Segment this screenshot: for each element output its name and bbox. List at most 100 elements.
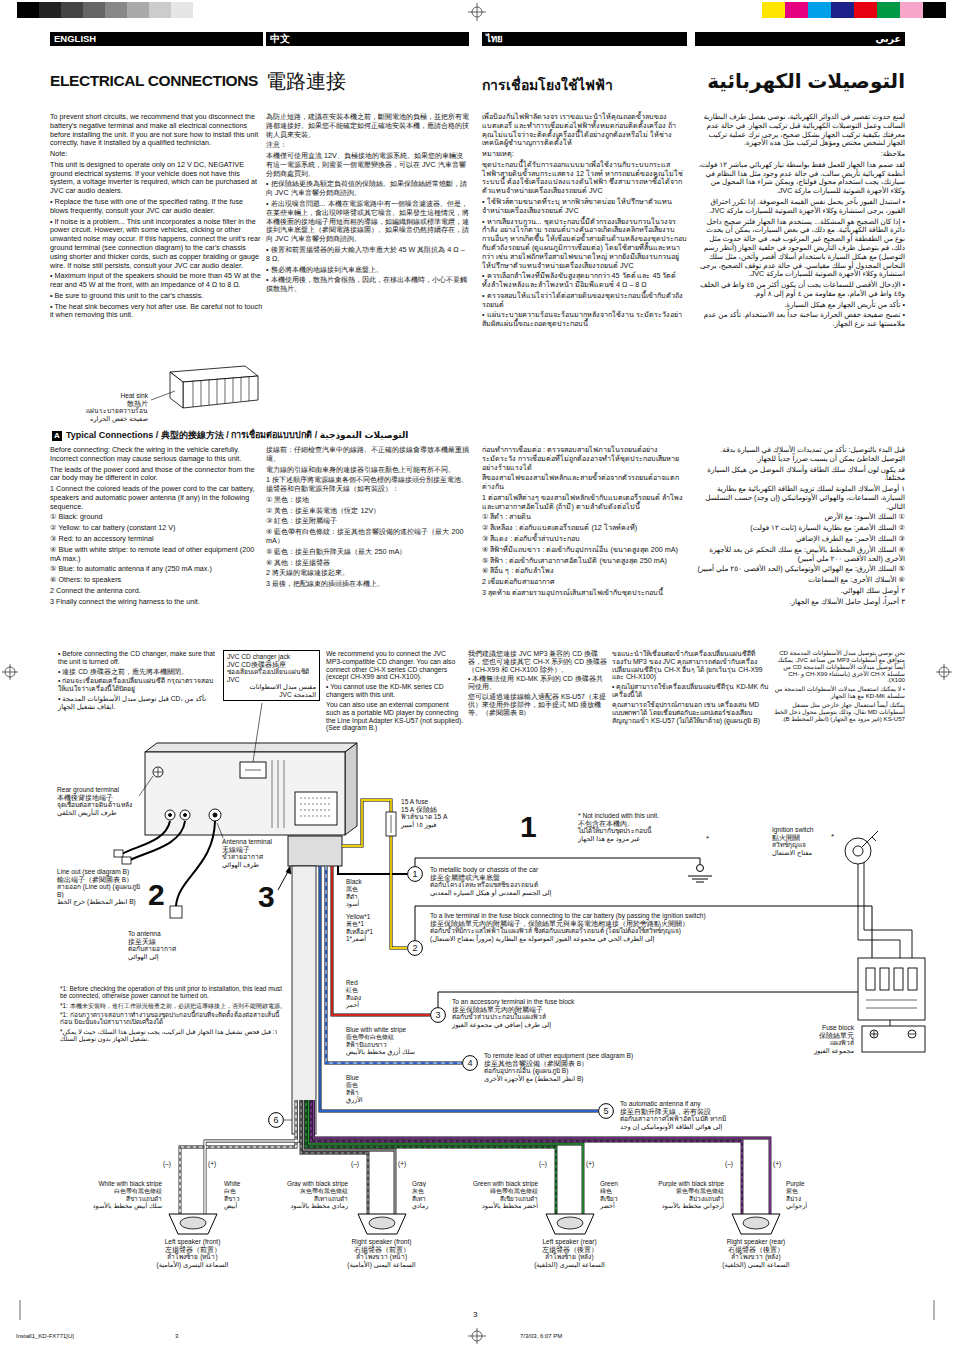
node-text: السماعة اليسرى (الأمامية) <box>151 1261 235 1269</box>
callout-box: JVC CD changer jackJVC CD換碟器插座ช่องเสียบเ… <box>223 650 320 701</box>
text-block: 3 <box>175 1333 178 1340</box>
wire-label: Gray <box>412 1180 456 1187</box>
wire-label: สีฟ้า <box>346 1089 426 1096</box>
callout-circle: 2 <box>407 940 423 956</box>
polarity-mark: (–) <box>351 1160 359 1168</box>
polarity-mark: (–) <box>163 1160 171 1168</box>
body-text: ④ Blue with white stripe: to remote lead… <box>50 546 263 564</box>
text-block: 3 <box>258 880 278 913</box>
page-title: ELECTRICAL CONNECTIONS <box>50 72 258 89</box>
wire-label: أرجواني مخطط بالأسود <box>640 1202 724 1209</box>
node-text: السماعة اليمنى (الخلفية) <box>714 1261 798 1269</box>
part-label: ฟิวส์ขนาด 15 A <box>401 813 476 821</box>
node-text: ลำโพงขวา (หน้า) <box>340 1253 424 1261</box>
note-text: ขอแนะนำให้เชื่อมต่อเข้ากับเครื่องเปลี่ยน… <box>612 650 768 681</box>
wire-label: إلى هوائي الطاقة الأوتوماتيكي إن وجد <box>620 1123 820 1131</box>
note-text: • Before connecting the CD changer, make… <box>58 650 218 666</box>
part-label: 輸出端子（參閱圖表 B） <box>57 876 145 884</box>
wire-label: Blue with white stripe <box>346 1026 456 1033</box>
polarity-mark: (+) <box>208 1160 216 1168</box>
note-text: • You cannot use the KD-MK series CD cha… <box>326 683 464 699</box>
body-text: This unit is designed to operate only on… <box>50 161 263 196</box>
node-text: Right speaker (rear) <box>714 1238 798 1246</box>
body-text: 1 按下述順序將電源線束各個不同色標的導線接頭分別接至電池、揚聲器和自動電源升降… <box>266 476 469 494</box>
body-text: 為防止短路，建議在安裝本機之前，斷開電池的負極，並把所有電路都連接好。如果您不能… <box>266 113 469 139</box>
head-unit-rear <box>139 703 357 840</box>
wire-label: Blue <box>346 1074 426 1081</box>
text-block: Antenna terminal天線端子ขั้วสายอากาศطرف الهو… <box>222 838 286 868</box>
body-text: • 把保險絲更換為額定負荷值的保險絲。如果保險絲經常燒斷，請向 JVC 汽車音響… <box>266 180 469 198</box>
body-text: لقد صمم هذا الجهاز للعمل فقط بواسطة تيار… <box>695 161 905 196</box>
language-header: ENGLISH <box>50 32 263 46</box>
footnote: *١: قبل فحص تشغيل هذا الجهاز قبل التركيب… <box>60 1028 288 1043</box>
note-text: คุณสามารถใช้อุปกรณ์ภายนอก เช่น เครื่องเล… <box>612 701 768 724</box>
body-text: • Replace the fuse with one of the speci… <box>50 198 263 216</box>
wire-label: ต่อกับเสาอากาศไฟฟ้าอัตโนมัติ หากมี <box>620 1115 820 1123</box>
body-text: ③ 紅色：接至附屬端子 <box>266 517 469 526</box>
node-text: Left speaker (rear) <box>528 1238 612 1246</box>
text-block: Before connecting: Check the wiring in t… <box>50 446 263 609</box>
body-text: ⑤ 藍色：接至自動升降天線（最大 250 mA） <box>266 548 469 557</box>
note-text: We recommend you to connect the JVC MP3-… <box>326 650 464 681</box>
body-text: • 後置和前置揚聲器的最大輸入功率應大於 45 W 其阻抗為 4 Ω – 8 Ω… <box>266 246 469 264</box>
text-block: To a live terminal in the fuse block con… <box>430 912 730 942</box>
step-number: 2 <box>148 878 168 911</box>
note-text: يمكنك أيضاً استعمال جهاز خارجي مثل مشغل … <box>772 702 905 723</box>
callout-circle: 5 <box>598 1103 614 1119</box>
body-text: • ควรเลือกลำโพงที่มีพลังขับสูงสุดมากกว่า… <box>482 272 687 290</box>
text-block: 3 <box>473 1310 477 1320</box>
note-text: • 本機無法使用 KD-MK 系列的 CD 換碟器共同使用。 <box>468 675 608 691</box>
part-label: فيوز ١٥ أمبير <box>401 821 476 829</box>
node-text: 1 <box>407 866 423 882</box>
part-label: ขั้วสายอากาศ <box>222 853 286 861</box>
wire-label: To an accessory terminal in the fuse blo… <box>452 998 712 1006</box>
part-label: สายออก (Line out) (ดูแผนภูมิ B) <box>57 883 145 898</box>
heat-sink <box>151 366 258 408</box>
part-label: 點火開關 <box>772 834 828 842</box>
node-text: ลำโพงซ้าย (หลัง) <box>528 1253 612 1261</box>
wire-label: أصفر*1 <box>346 935 389 942</box>
speaker: Right speaker (front)右揚聲器（前置）ลำโพงขวา (ห… <box>340 1212 424 1268</box>
body-text: 3 最後，把配線束的插頭插在本機上。 <box>266 580 469 589</box>
wire-label: ต่อกับขั้วที่มีกระแสไฟฟ้าในแผงฟิวส์ ซึ่ง… <box>430 927 730 935</box>
text-block: (+) <box>586 1160 594 1168</box>
wire-label: 藍色帶有白色條紋 <box>346 1033 456 1040</box>
body-text: ⑤ السلك الأزرق: مع الهوائي الأوتوماتيكي … <box>695 565 905 574</box>
step-number: 1 <box>520 810 542 843</box>
node-text: ไทย <box>486 33 683 45</box>
part-label: إلى الهوائي <box>128 953 208 961</box>
wire-label: สีเทาแถบดำ <box>262 1195 348 1202</box>
text-block: 15 A fuse15 A 保險絲ฟิวส์ขนาด 15 Aفيوز ١٥ أ… <box>401 798 476 828</box>
body-text: ⑥ 其他：接至揚聲器 <box>266 559 469 568</box>
wire-label: สีดำ <box>346 893 386 900</box>
page-number: 3 <box>473 1310 477 1320</box>
text-block: نحن نوصي بتوصيل مبدل الأسطوانات المدمجة … <box>772 650 905 725</box>
callout-circle: 4 <box>462 1055 478 1071</box>
step-number: 3 <box>258 880 278 913</box>
body-text: หมายเหตุ: <box>482 150 687 159</box>
body-text: ④ สีฟ้าที่มีแถบขาว : ต่อเข้ากับอุปกรณ์อื… <box>482 546 687 555</box>
text-block: Install1_KD-FX771[U] <box>16 1333 74 1340</box>
body-text: ① Black: ground <box>50 513 263 522</box>
wire-label: مع الأجهزة الأخرى (انظر المخطط B) <box>484 1075 724 1083</box>
polarity-mark: (–) <box>725 1160 733 1168</box>
speaker: Right speaker (rear)右揚聲器（後置）ลำโพงขวา (หล… <box>714 1212 798 1268</box>
body-text: • تصبح صفيحة خفض الحرارة ساخنة جداً بعد … <box>695 311 905 329</box>
body-text: ٣ أخيراً، أوصل حامل الأسلاك مع الجهاز. <box>695 598 905 607</box>
part-label: 接至天線 <box>128 938 208 946</box>
part-label: 15 A 保險絲 <box>401 806 476 814</box>
body-text: The leads of the power cord and those of… <box>50 466 263 484</box>
wire-label: أرجواني <box>786 1202 836 1209</box>
node-text: ช่องเสียบเครื่องเปลี่ยนแผ่นซีดี JVC <box>227 668 316 683</box>
node-text: 左揚聲器（後置） <box>528 1246 612 1254</box>
print-slug: 7/3/03, 6:07 PM <box>520 1333 562 1340</box>
text-block: (+) <box>773 1160 781 1168</box>
body-text: 1 Connect the colored leads of the power… <box>50 485 263 511</box>
node-text: 4 <box>462 1055 478 1071</box>
body-text: สีของสายไฟของสายไฟหลักและสายขั้วต่อจากตั… <box>482 474 687 492</box>
wire-label: 紫色 <box>786 1187 836 1194</box>
language-header: 中文 <box>266 32 469 46</box>
body-text: ملاحظة: <box>695 150 905 159</box>
body-text: ① السلك الأسود: مع الأرض <box>695 513 905 522</box>
part-label: 保險絲單元 <box>768 1032 854 1040</box>
